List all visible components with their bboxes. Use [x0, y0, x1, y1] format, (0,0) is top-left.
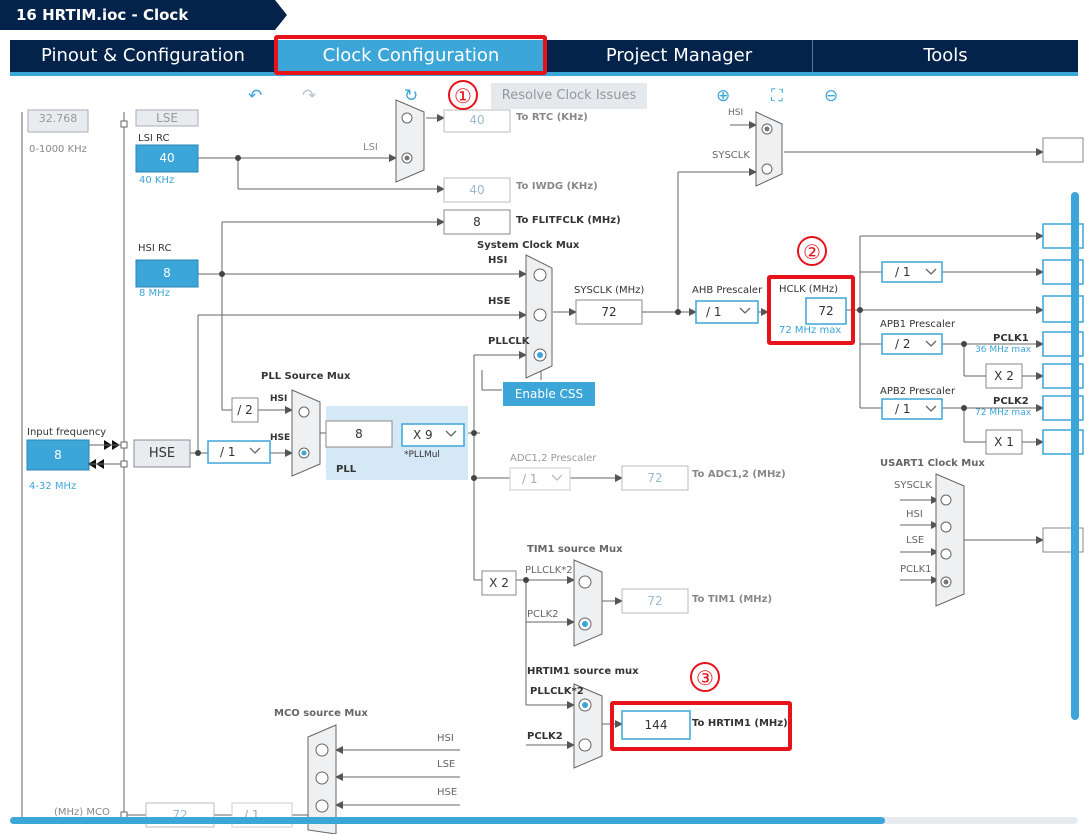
apb2-prescaler-select[interactable] [881, 398, 943, 420]
lsi-rc-block [135, 144, 199, 173]
tab-clock-configuration[interactable]: Clock Configuration [276, 40, 546, 72]
breadcrumb-arrow [275, 0, 287, 30]
lse-block [135, 109, 199, 127]
adc-prescaler-select[interactable] [509, 467, 571, 491]
refresh-icon[interactable]: ↻ [404, 86, 419, 106]
adc-output-box [621, 465, 689, 491]
zoom-in-icon[interactable]: ⊕ [716, 86, 731, 106]
tab-pinout[interactable]: Pinout & Configuration [41, 45, 245, 66]
highlight-hclk [767, 275, 855, 345]
tab-divider [812, 40, 813, 72]
apb1-prescaler-select[interactable] [881, 333, 943, 355]
tab-tools[interactable]: Tools [923, 45, 968, 66]
hrtim-output-box [621, 710, 691, 740]
annotation-3: ③ [690, 662, 720, 692]
fit-screen-icon[interactable]: ⛶ [771, 86, 783, 106]
pll-mul-select[interactable] [401, 423, 465, 447]
annotation-2: ② [797, 236, 827, 266]
ahb-prescaler-select[interactable] [695, 300, 759, 324]
sysclk-value-box [575, 299, 643, 325]
tim1-x2-box [481, 570, 517, 596]
hse-prediv-select[interactable] [207, 440, 271, 464]
undo-icon[interactable]: ↶ [248, 86, 263, 106]
redo-icon[interactable]: ↷ [302, 86, 317, 106]
annotation-1: ① [448, 80, 478, 110]
tab-project-manager[interactable]: Project Manager [605, 45, 753, 66]
hsi-rc-block [135, 259, 199, 288]
zoom-out-icon[interactable]: ⊖ [824, 86, 839, 106]
right-output-box-1 [1042, 137, 1084, 163]
title-bar: 16 HRTIM.ioc - Clock Configuration [0, 0, 1089, 54]
highlight-hrtim [610, 701, 792, 751]
flitfclk-output-box [443, 209, 511, 235]
div1-select[interactable] [881, 261, 943, 283]
highlight-clock-tab [274, 35, 547, 75]
resolve-clock-issues-button[interactable]: Resolve Clock Issues [491, 83, 647, 109]
lse-value-box [27, 109, 89, 133]
hse-block [133, 439, 191, 468]
vertical-scrollbar[interactable] [1071, 192, 1079, 720]
input-frequency-block[interactable] [26, 439, 90, 471]
enable-css-button[interactable] [503, 382, 595, 406]
apb1-x2-box [985, 363, 1023, 389]
pll-div2-box [231, 397, 259, 423]
pll-value-box [325, 420, 393, 448]
horizontal-scrollbar[interactable] [10, 817, 885, 824]
rtc-output-box [443, 109, 511, 133]
iwdg-output-box [443, 177, 511, 203]
tim1-output-box [621, 588, 689, 614]
hclk-value-box[interactable] [805, 297, 847, 325]
apb2-x1-box [985, 429, 1023, 455]
